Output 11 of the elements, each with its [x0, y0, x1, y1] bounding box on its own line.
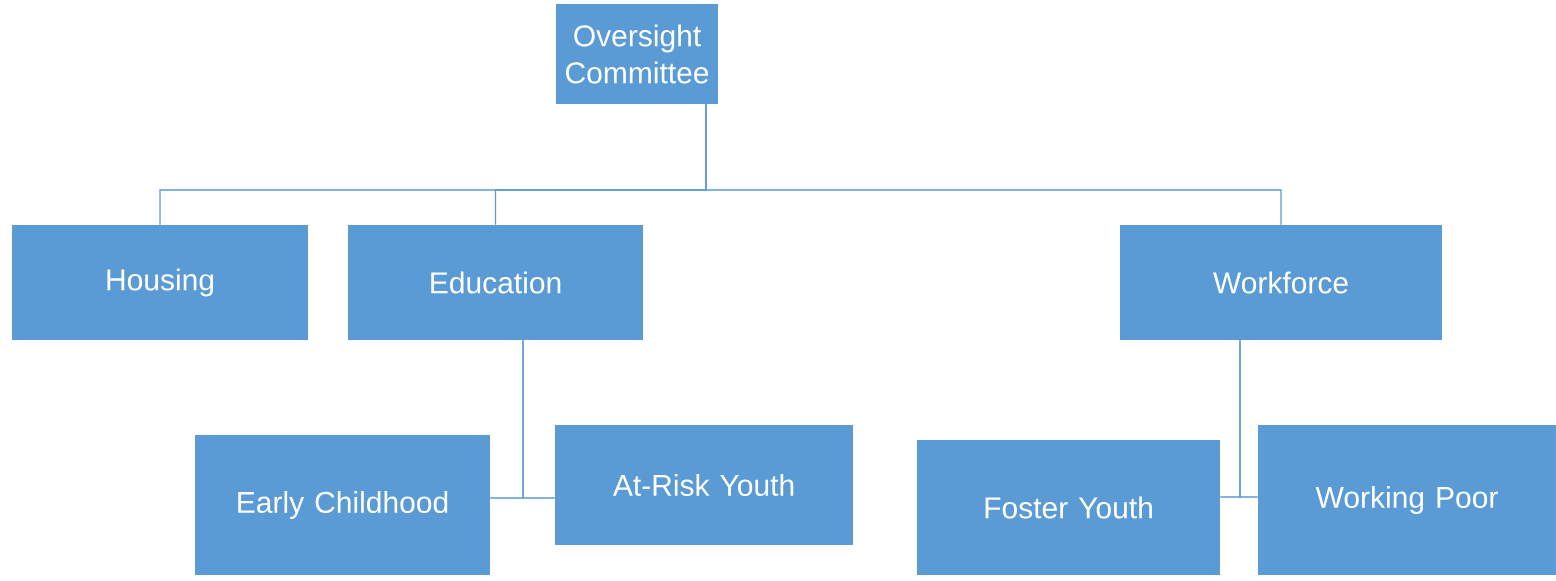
box: Foster Youth	[917, 440, 1220, 575]
box: Education	[348, 225, 643, 340]
box: Oversight Committee	[556, 4, 718, 104]
connector	[705, 103, 1282, 226]
box: Housing	[12, 225, 308, 340]
connector	[522, 339, 556, 499]
connector	[1239, 339, 1259, 498]
box: Working Poor	[1258, 425, 1556, 575]
box: Workforce	[1120, 225, 1442, 340]
box: At-Risk Youth	[555, 425, 853, 545]
box: Early Childhood	[195, 435, 490, 575]
